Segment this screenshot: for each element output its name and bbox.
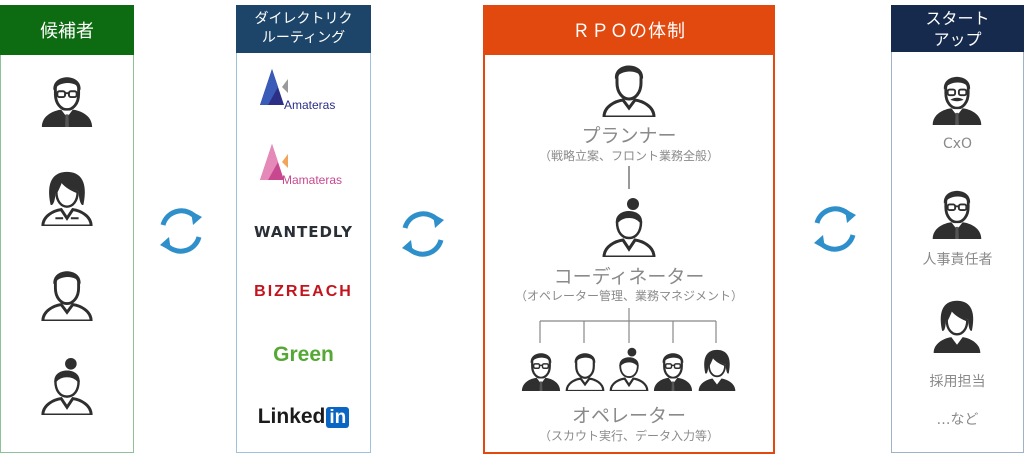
person-female-icon (695, 347, 739, 391)
startup-header: スタート アップ (891, 5, 1024, 52)
operator-title: オペレーター (571, 405, 686, 427)
mamateras-text: Mamateras (282, 173, 342, 186)
wantedly-logo: WANTEDLY (236, 222, 371, 241)
startup-title-line1: スタート (925, 8, 990, 28)
startup-role-recruiter: 採用担当 (929, 374, 986, 390)
person-male-icon (563, 347, 607, 391)
bizreach-logo: BIZREACH (236, 281, 371, 301)
direct-title-line1: ダイレクトリク (254, 11, 353, 27)
candidates-title: 候補者 (40, 21, 94, 42)
direct-recruiting-header: ダイレクトリク ルーティング (236, 5, 371, 53)
rpo-title: ＲＰＯの体制 (572, 21, 686, 42)
candidates-column: 候補者 (0, 5, 134, 453)
direct-recruiting-column: ダイレクトリク ルーティング Amateras Mamateras WANTED… (236, 5, 371, 453)
planner-title: プランナー (581, 125, 677, 147)
direct-title-line2: ルーティング (261, 30, 346, 46)
linkedin-box: in (326, 407, 350, 428)
bizreach-text: BIZREACH (254, 283, 353, 300)
person-male-icon (929, 69, 985, 125)
rpo-column: ＲＰＯの体制 プランナー （戦略立案、フロント業務全般） コーディネーター （オ… (483, 5, 775, 454)
startup-role-hr-head: 人事責任者 (922, 252, 993, 268)
person-male-icon (38, 69, 96, 127)
mamateras-logo: Mamateras (236, 140, 371, 190)
person-female-icon (599, 197, 659, 257)
cycle-arrows-icon (395, 206, 451, 262)
rpo-body (483, 55, 775, 454)
person-male-icon (519, 347, 563, 391)
startup-role-cxo: CxO (942, 136, 973, 152)
cycle-arrows-icon (153, 203, 209, 259)
candidates-body (0, 55, 134, 453)
startup-column: スタート アップ CxO 人事責任者 採用担当 …など (891, 5, 1024, 453)
coordinator-desc: （オペレーター管理、業務マネジメント） (514, 289, 743, 303)
startup-title-line2: アップ (933, 29, 982, 49)
person-female-icon (38, 168, 96, 226)
green-logo: Green (236, 343, 371, 367)
planner-desc: （戦略立案、フロント業務全般） (538, 149, 719, 163)
rpo-header: ＲＰＯの体制 (483, 5, 775, 55)
linkedin-text: Linked (257, 405, 326, 428)
person-female-icon (607, 347, 651, 391)
startup-role-etc: …など (936, 412, 979, 428)
amateras-text: Amateras (284, 98, 335, 111)
person-male-icon (651, 347, 695, 391)
person-male-icon (929, 183, 985, 239)
coordinator-title: コーディネーター (553, 266, 705, 288)
amateras-logo: Amateras (236, 65, 371, 115)
person-female-icon (929, 297, 985, 353)
candidates-header: 候補者 (0, 5, 134, 55)
green-text: Green (273, 343, 334, 366)
wantedly-text: WANTEDLY (253, 223, 354, 241)
person-female-icon (38, 357, 96, 415)
direct-recruiting-body (236, 53, 371, 453)
person-male-icon (38, 263, 96, 321)
operator-desc: （スカウト実行、データ入力等） (538, 429, 719, 443)
cycle-arrows-icon (807, 201, 863, 257)
org-connectors (539, 166, 717, 343)
